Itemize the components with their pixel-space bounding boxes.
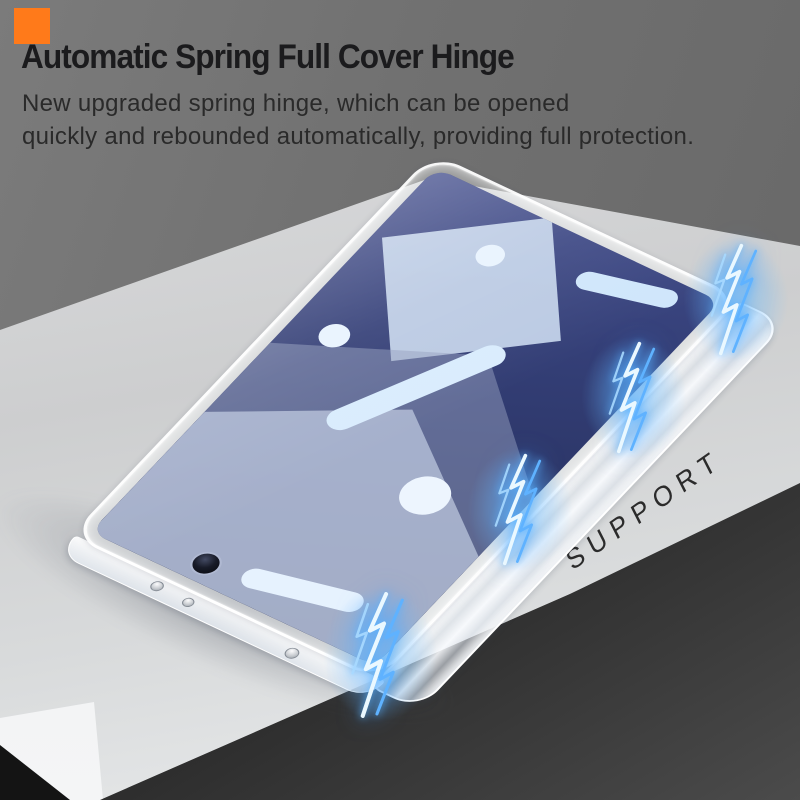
headline: Automatic Spring Full Cover Hinge: [21, 38, 515, 76]
volume-button: [147, 579, 167, 594]
subtitle-line-2: quickly and rebounded automatically, pro…: [22, 123, 695, 150]
hinge-pin: [281, 645, 303, 661]
lightning-spark-icon: [564, 316, 704, 479]
lightning-spark-icon: [666, 218, 800, 381]
lightning-spark-icon: [304, 566, 456, 744]
power-button: [179, 596, 197, 609]
subtitle-line-1: New upgraded spring hinge, which can be …: [22, 90, 570, 117]
accent-square: [14, 8, 50, 44]
lightning-spark-icon: [450, 428, 590, 591]
